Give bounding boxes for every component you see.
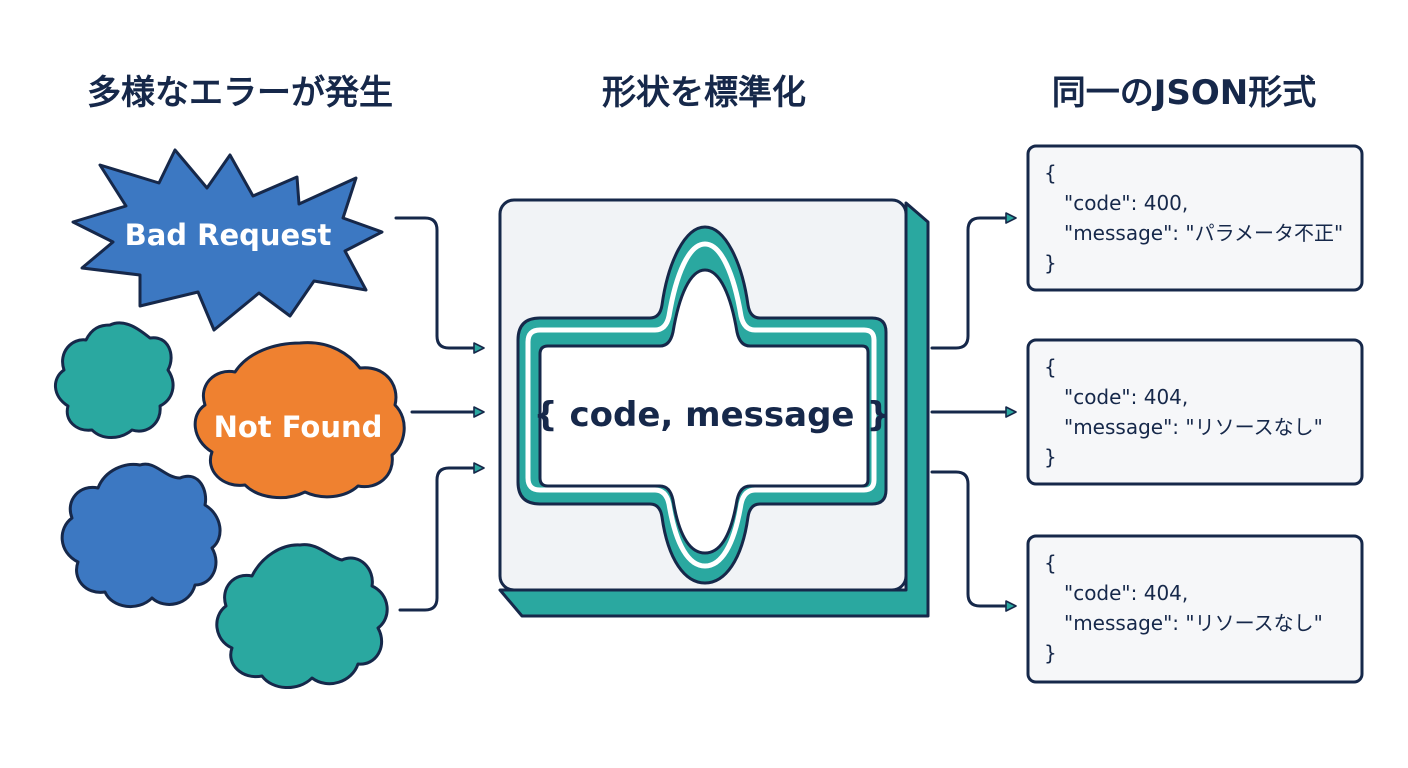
card-2-code: "code": 404, — [1064, 385, 1188, 409]
mold-cavity — [538, 268, 870, 555]
card-1-code: "code": 400, — [1064, 191, 1188, 215]
card-2-close: } — [1044, 445, 1057, 469]
input-connectors — [394, 216, 485, 612]
bad-request-label: Bad Request — [125, 218, 332, 252]
bad-request-starburst — [71, 148, 384, 332]
card-1-message: "message": "パラメータ不正" — [1064, 221, 1343, 245]
card-3-close: } — [1044, 641, 1057, 665]
teal-blob-1 — [54, 321, 175, 439]
connector-output-1 — [930, 212, 1017, 350]
connector-bottom — [398, 462, 485, 612]
blue-blob — [60, 462, 222, 608]
not-found-blob — [193, 341, 406, 500]
card-1-open: { — [1044, 161, 1057, 185]
normalizer-depth — [498, 201, 930, 618]
mold-highlight — [525, 241, 877, 569]
card-3-code: "code": 404, — [1064, 581, 1188, 605]
heading-sources: 多様なエラーが発生 — [87, 73, 393, 113]
output-connectors — [930, 212, 1017, 612]
heading-output: 同一のJSON形式 — [1052, 73, 1317, 113]
card-3-open: { — [1044, 551, 1057, 575]
card-3-message: "message": "リソースなし" — [1064, 611, 1323, 635]
output-card-3: { "code": 404, "message": "リソースなし" } — [1026, 534, 1364, 684]
normalizer-label: { code, message } — [533, 395, 890, 435]
connector-output-3 — [930, 470, 1017, 612]
card-1-close: } — [1044, 251, 1057, 275]
normalizer-block: { code, message } — [498, 198, 930, 618]
heading-normalize: 形状を標準化 — [602, 73, 806, 113]
output-card-1: { "code": 400, "message": "パラメータ不正" } — [1026, 144, 1364, 292]
teal-blob-2 — [215, 543, 389, 689]
connector-bad-request — [394, 216, 485, 354]
not-found-label: Not Found — [214, 410, 383, 444]
card-2-message: "message": "リソースなし" — [1064, 415, 1323, 439]
output-card-2: { "code": 404, "message": "リソースなし" } — [1026, 338, 1364, 486]
card-2-open: { — [1044, 355, 1057, 379]
error-sources: Bad Request Not Found — [54, 148, 406, 689]
